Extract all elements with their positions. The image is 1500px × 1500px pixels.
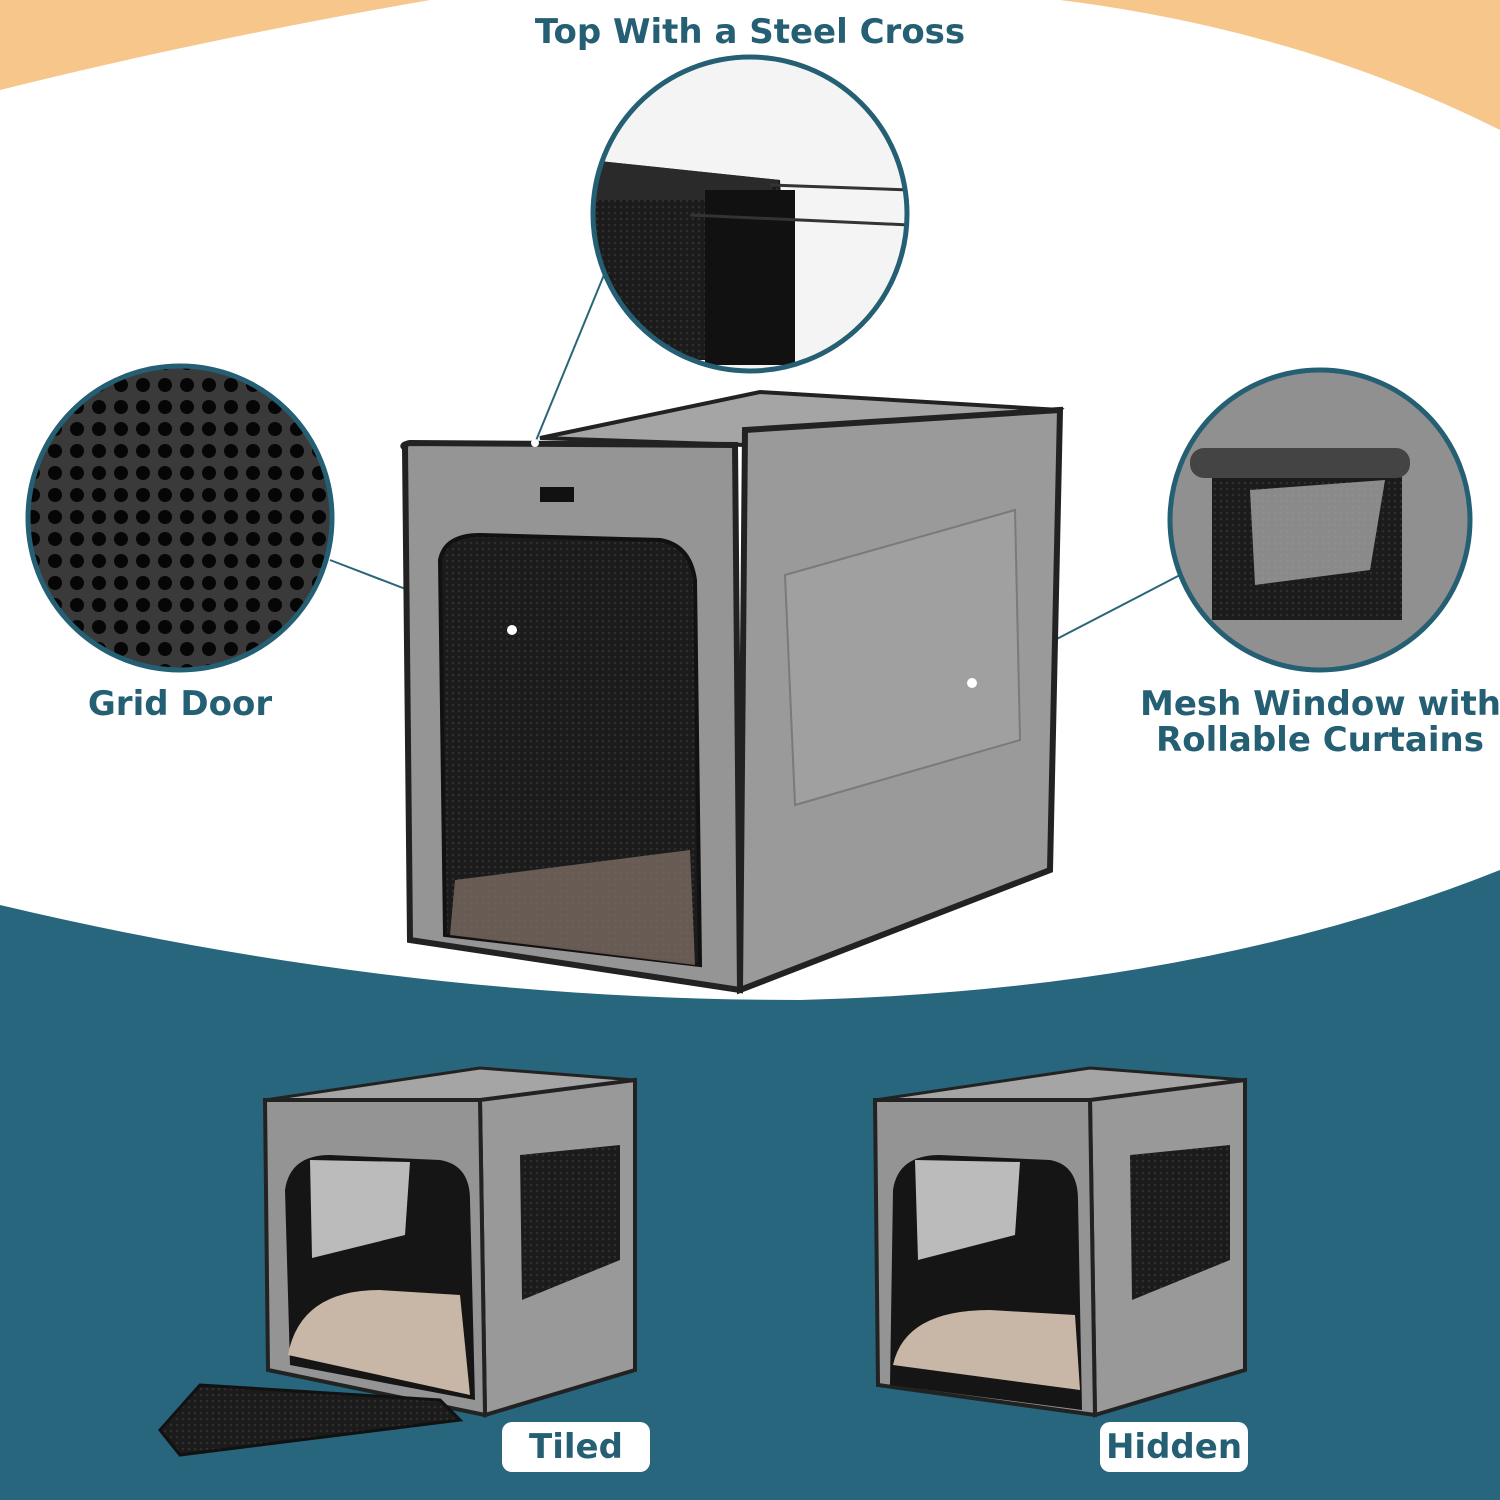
callout-top-steel-cross: Top With a Steel Cross xyxy=(534,12,966,52)
orange-corner-left xyxy=(0,0,430,90)
steel-cross-detail-circle xyxy=(590,54,910,374)
mode-label-tiled: Tiled xyxy=(502,1422,650,1472)
main-crate xyxy=(400,389,1065,995)
callout-grid-door: Grid Door xyxy=(87,684,273,724)
callout-mesh-window-line1: Mesh Window with xyxy=(1140,684,1500,724)
callout-mesh-window-line2: Rollable Curtains xyxy=(1156,720,1484,760)
brand-logo-tag xyxy=(540,487,574,502)
crate-hidden xyxy=(872,1066,1247,1418)
mode-label-hidden: Hidden xyxy=(1100,1422,1248,1472)
grid-door-detail-circle xyxy=(25,363,335,673)
mesh-window-detail-circle xyxy=(1167,367,1473,673)
crate-tiled xyxy=(158,1066,637,1457)
orange-corner-right xyxy=(1060,0,1500,130)
